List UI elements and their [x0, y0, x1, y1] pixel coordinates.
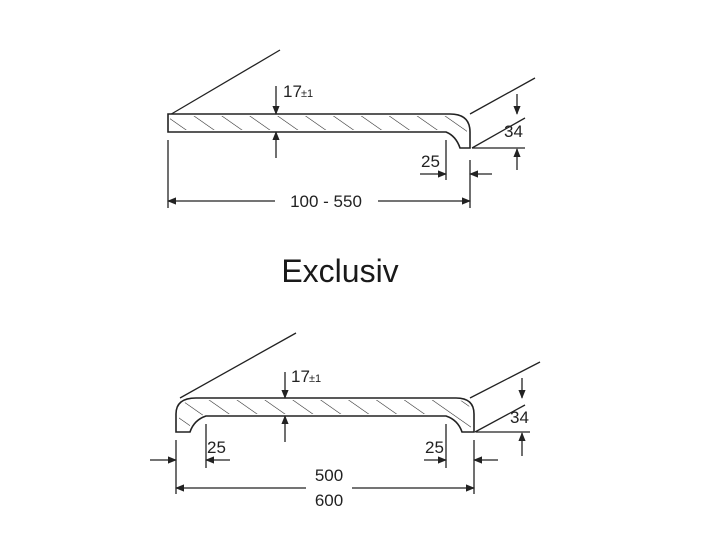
- top-thickness-value: 17: [283, 82, 302, 101]
- top-thickness-tolerance: ±1: [301, 88, 313, 100]
- bottom-width-inner-value: 500: [315, 466, 343, 485]
- top-perspective-line-right-2: [471, 117, 526, 149]
- bottom-board-hatching: [179, 400, 471, 430]
- bottom-perspective-line-right: [469, 361, 541, 399]
- bottom-thickness-value: 17: [291, 367, 310, 386]
- bottom-width-outer-value: 600: [315, 491, 343, 510]
- top-width-value: 100 - 550: [290, 192, 362, 211]
- bottom-thickness-tolerance: ±1: [309, 373, 321, 385]
- bottom-edge-right-value: 25: [425, 438, 444, 457]
- top-board-hatching: [170, 116, 467, 146]
- bottom-profile: 17 ±1 34 25 25 500 600: [150, 332, 541, 510]
- top-profile: 17 ±1 34 25 100 - 550: [167, 49, 536, 211]
- bottom-edge-left-value: 25: [207, 438, 226, 457]
- bottom-perspective-line-left: [179, 332, 297, 399]
- bottom-height-value: 34: [510, 408, 529, 427]
- top-height-value: 34: [504, 122, 523, 141]
- top-edge-value: 25: [421, 152, 440, 171]
- top-perspective-line-right: [469, 77, 536, 115]
- product-name: Exclusiv: [281, 253, 398, 289]
- top-perspective-line-left: [167, 49, 281, 117]
- bottom-perspective-line-right-2: [474, 404, 526, 433]
